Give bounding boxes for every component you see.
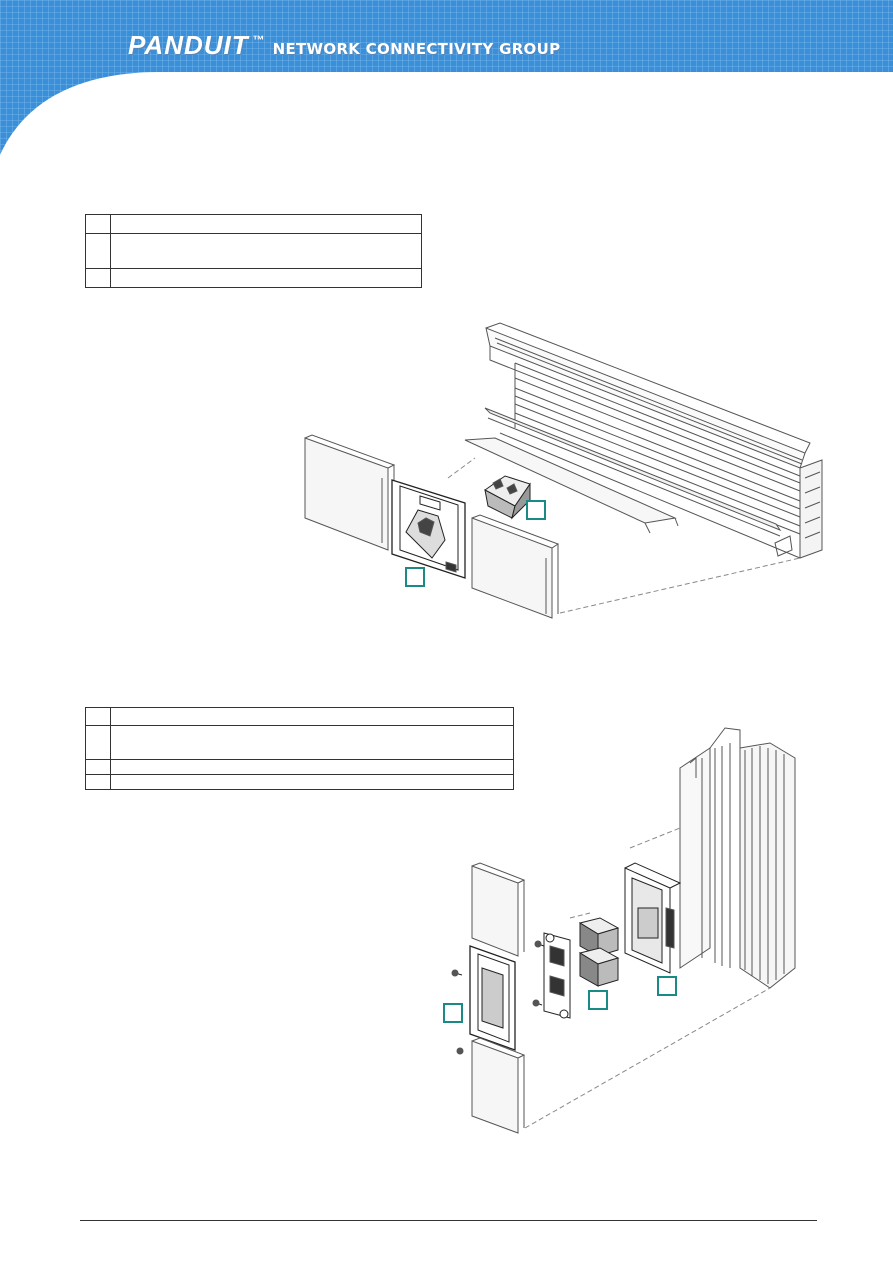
table-row	[85, 268, 422, 288]
parts-table-1	[85, 214, 422, 288]
trademark-symbol: ™	[252, 33, 265, 47]
item-number	[85, 759, 111, 775]
item-description	[110, 214, 422, 234]
header-band	[0, 0, 893, 155]
table-row	[85, 214, 422, 234]
callout-box-adapter	[588, 990, 608, 1010]
table-row	[85, 774, 514, 790]
item-number	[85, 268, 111, 288]
item-description	[110, 233, 422, 269]
callout-box-faceplate	[405, 567, 425, 587]
item-description	[110, 268, 422, 288]
vertical-raceway-assembly-diagram	[451, 727, 796, 1134]
item-number	[85, 725, 111, 760]
brand-header: PANDUIT ™ NETWORK CONNECTIVITY GROUP	[128, 30, 560, 60]
parts-table-2	[85, 707, 514, 790]
item-number	[85, 707, 111, 726]
panduit-logo: PANDUIT	[128, 30, 249, 60]
footer-rule	[80, 1220, 817, 1221]
raceway-assembly-diagram	[304, 322, 823, 619]
item-description	[110, 725, 514, 760]
item-description	[110, 774, 514, 790]
item-number	[85, 214, 111, 234]
group-name: NETWORK CONNECTIVITY GROUP	[272, 40, 561, 58]
item-number	[85, 774, 111, 790]
table-row	[85, 725, 514, 760]
item-number	[85, 233, 111, 269]
callout-box-faceplate	[443, 1003, 463, 1023]
table-row	[85, 233, 422, 269]
callout-box-jack-module	[526, 500, 546, 520]
callout-box-bracket	[657, 976, 677, 996]
